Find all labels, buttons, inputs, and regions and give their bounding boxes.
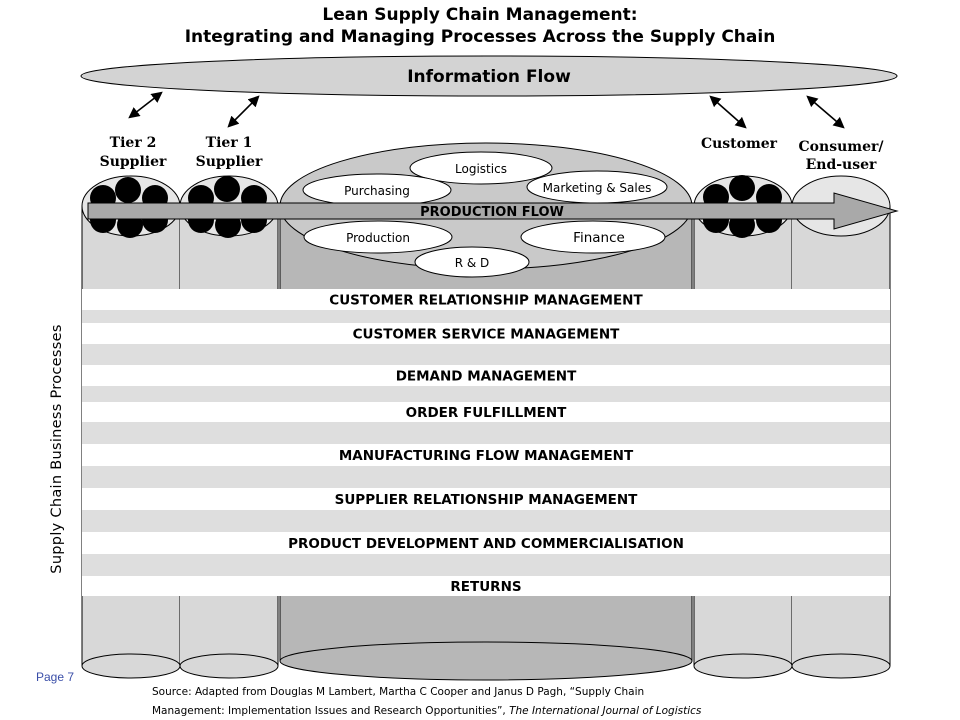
network-node — [214, 176, 240, 202]
function-production-label: Production — [346, 231, 410, 245]
tier2-label-line-1: Tier 2 — [110, 135, 157, 151]
info-arrow-tier1 — [227, 95, 260, 128]
network-node — [729, 175, 755, 201]
process-band — [82, 488, 890, 510]
consumer-label-line-1: Consumer/ — [799, 139, 885, 155]
function-finance-label: Finance — [573, 230, 625, 246]
process-band-label: ORDER FULFILLMENT — [406, 405, 568, 421]
function-logistics: Logistics — [409, 151, 553, 185]
process-band — [82, 532, 890, 554]
network-node — [115, 177, 141, 203]
process-band — [82, 402, 890, 422]
information-flow-label: Information Flow — [407, 67, 571, 87]
information-flow-ellipse — [80, 55, 898, 97]
info-arrow-consumer — [806, 95, 845, 129]
function-production: Production — [303, 220, 453, 254]
info-arrow-tier2 — [128, 91, 163, 119]
customer-label: Customer — [701, 136, 778, 152]
process-band-label: CUSTOMER SERVICE MANAGEMENT — [353, 327, 621, 343]
page-number: Page 7 — [36, 670, 74, 684]
process-band-label: MANUFACTURING FLOW MANAGEMENT — [339, 448, 634, 464]
process-band-label: DEMAND MANAGEMENT — [396, 369, 577, 385]
process-separator-strip — [82, 510, 890, 532]
process-band-label: RETURNS — [450, 579, 521, 595]
tier1-label-line-2: Supplier — [196, 154, 263, 170]
process-band-label: SUPPLIER RELATIONSHIP MANAGEMENT — [335, 492, 639, 508]
info-arrow-customer — [709, 95, 747, 129]
supply-chain-processes-side-label: Supply Chain Business Processes — [49, 324, 65, 573]
function-purchasing: Purchasing — [302, 173, 452, 207]
diagram-title-line-1: Lean Supply Chain Management: — [322, 5, 637, 25]
process-band — [82, 444, 890, 466]
process-band-label: PRODUCT DEVELOPMENT AND COMMERCIALISATIO… — [288, 536, 684, 552]
process-band — [82, 323, 890, 344]
tier1-label-line-1: Tier 1 — [206, 135, 253, 151]
function-logistics-label: Logistics — [455, 162, 507, 176]
function-rd-label: R & D — [455, 256, 490, 270]
source-line-2-text: Management: Implementation Issues and Re… — [152, 705, 506, 717]
function-marketing-sales-label: Marketing & Sales — [543, 181, 652, 195]
process-band — [82, 289, 890, 310]
source-line-1: Source: Adapted from Douglas M Lambert, … — [152, 686, 644, 698]
process-separator-strip — [82, 466, 890, 488]
production-flow-label: PRODUCTION FLOW — [420, 205, 564, 220]
process-separator-strip — [82, 554, 890, 576]
process-band — [82, 576, 890, 596]
process-separator-strip — [82, 386, 890, 402]
function-rd: R & D — [414, 246, 530, 278]
diagram-title-line-2: Integrating and Managing Processes Acros… — [185, 27, 776, 47]
process-band-label: CUSTOMER RELATIONSHIP MANAGEMENT — [329, 293, 643, 309]
process-separator-strip — [82, 344, 890, 365]
source-line-2: Management: Implementation Issues and Re… — [152, 705, 702, 717]
process-separator-strip — [82, 310, 890, 323]
production-flow-arrow: PRODUCTION FLOW — [87, 192, 899, 230]
process-band — [82, 365, 890, 386]
process-separator-strip — [82, 422, 890, 444]
tier2-label-line-2: Supplier — [100, 154, 167, 170]
source-journal-name: The International Journal of Logistics — [509, 705, 702, 717]
consumer-label-line-2: End-user — [806, 157, 877, 173]
function-marketing-sales: Marketing & Sales — [526, 170, 668, 204]
function-purchasing-label: Purchasing — [344, 184, 410, 198]
business-process-bands: CUSTOMER RELATIONSHIP MANAGEMENT CUSTOMER… — [82, 289, 890, 596]
function-finance: Finance — [520, 220, 666, 254]
